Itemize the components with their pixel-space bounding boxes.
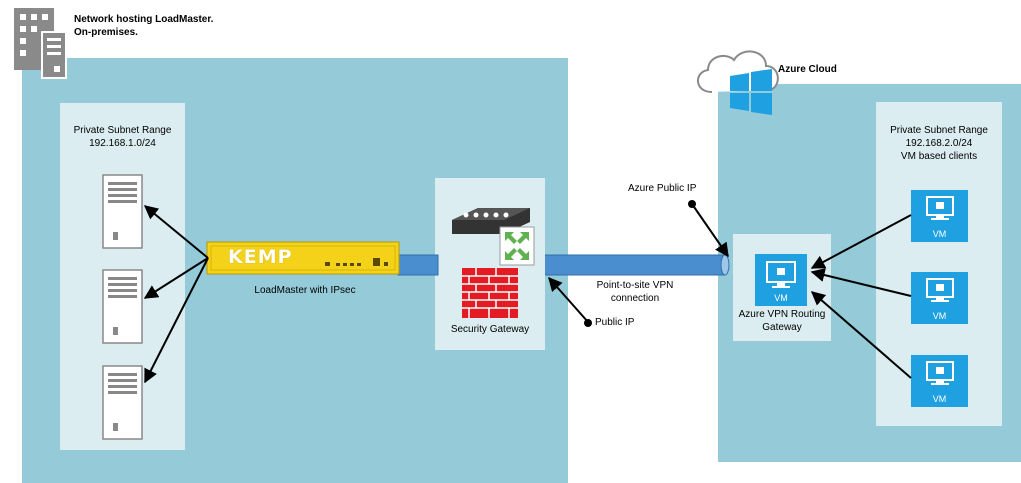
public-ip-dot (584, 319, 592, 327)
server-icon (102, 365, 143, 440)
arrow-to-server-1 (143, 205, 209, 259)
azure-subnet-range: 192.168.2.0/24 (905, 138, 973, 149)
lan-pipe (397, 254, 439, 276)
arrow-client-2 (810, 268, 912, 297)
arrow-azure-public-ip (691, 203, 729, 258)
azure-subnet-clients: VM based clients (900, 151, 978, 162)
vm-icon (755, 254, 807, 306)
onprem-title-line2: On-premises. (74, 27, 138, 38)
azure-gateway-vm-label: VM (774, 293, 788, 303)
azure-cloud-title: Azure Cloud (778, 64, 837, 75)
vpn-tunnel (545, 254, 730, 276)
kemp-loadmaster-device (206, 241, 400, 275)
azure-gateway-label-line2: Gateway (762, 322, 802, 333)
vm-icon (911, 355, 968, 407)
kemp-logo: KEMP (228, 246, 293, 268)
onprem-title-line1: Network hosting LoadMaster. (74, 14, 214, 25)
building-icon (14, 8, 67, 79)
client-vm-label-3: VM (932, 394, 947, 404)
security-gateway-label: Security Gateway (450, 324, 530, 335)
server-icon (102, 174, 143, 249)
gateway-arrows-icon (499, 226, 535, 266)
arrow-client-3 (810, 291, 912, 379)
public-ip-label: Public IP (595, 317, 635, 328)
onprem-subnet-range: 192.168.1.0/24 (89, 138, 156, 149)
arrow-to-server-3 (144, 257, 209, 384)
arrow-client-1 (810, 214, 912, 269)
client-vm-label-2: VM (932, 311, 947, 321)
connection-label-line1: Point-to-site VPN (596, 280, 674, 291)
firewall-icon (462, 268, 518, 318)
azure-public-ip-label: Azure Public IP (628, 183, 697, 194)
vm-icon (911, 272, 968, 324)
connection-label-line2: connection (610, 293, 660, 304)
azure-gateway-label-line1: Azure VPN Routing (738, 309, 826, 320)
azure-subnet-label: Private Subnet Range (890, 125, 988, 136)
windows-logo-icon (730, 69, 772, 115)
onprem-subnet-label: Private Subnet Range (73, 125, 172, 136)
arrow-public-ip (548, 276, 589, 323)
client-vm-label-1: VM (932, 229, 947, 239)
vm-icon (911, 190, 968, 242)
arrow-to-server-2 (143, 257, 209, 299)
loadmaster-label: LoadMaster with IPsec (254, 285, 356, 296)
server-icon (102, 269, 143, 344)
azure-public-ip-dot (688, 200, 696, 208)
